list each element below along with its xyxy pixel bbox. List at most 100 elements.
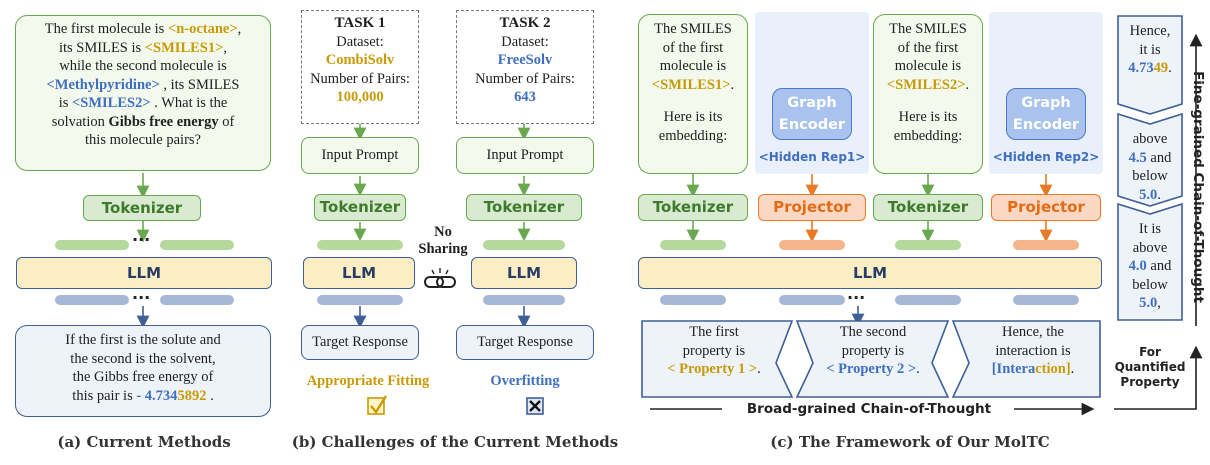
out-bar-b2 xyxy=(483,295,565,305)
out2-line-2: property is xyxy=(841,342,905,359)
token-bar-c2 xyxy=(895,240,961,250)
q-text-5: while the second molecule is xyxy=(59,58,227,74)
task2-box: TASK 2 Dataset: FreeSolv Number of Pairs… xyxy=(456,10,594,124)
out2-end: . xyxy=(916,361,920,377)
q-text-1: The first molecule is xyxy=(44,21,168,37)
smiles-box-1-dot: . xyxy=(730,76,735,93)
encoder-1-word-2: Encoder xyxy=(778,117,846,133)
fine-box-1-text: Hence, it is 4.7349. xyxy=(1118,22,1182,78)
smiles1-token: <SMILES1> xyxy=(144,39,224,56)
graph-encoder-1: Graph Encoder xyxy=(772,88,852,140)
q-text-7: is xyxy=(58,95,73,111)
encoder-2-word-1: Graph xyxy=(1021,95,1071,111)
fine2-line-1: above xyxy=(1132,131,1168,147)
molecule1-name: <n-octane> xyxy=(167,21,238,37)
task2-dataset: FreeSolv xyxy=(497,52,553,68)
output-text-1: The first property is < Property 1 >. xyxy=(648,323,780,379)
fine3-line-1: It is xyxy=(1138,221,1162,237)
fine-grained-label: Fine-grained Chain-of-Thought xyxy=(1190,71,1206,303)
task1-box: TASK 1 Dataset: CombiSolv Number of Pair… xyxy=(301,10,419,124)
hidden-rep-1: <Hidden Rep1> xyxy=(758,150,866,164)
overfitting-label: Overfitting xyxy=(490,373,560,389)
answer-line-4: this pair is xyxy=(72,387,137,404)
dots-a1: ··· xyxy=(132,230,151,249)
fine1-line-1: Hence, xyxy=(1129,23,1171,39)
proj-bar-c2 xyxy=(1013,240,1079,250)
target-response-2: Target Response xyxy=(456,325,594,360)
property2-value: < Property 2 > xyxy=(826,361,917,377)
token-bar-b1 xyxy=(317,240,403,250)
smiles-box-1-line-5: embedding: xyxy=(658,127,728,144)
hidden-rep-2: <Hidden Rep2> xyxy=(992,150,1100,164)
answer-value-blue: - 4.734 xyxy=(136,387,178,404)
fine2-value-2: 5.0 xyxy=(1139,186,1158,203)
out1-line-1: The first xyxy=(689,324,739,340)
out3-line-1: Hence, the xyxy=(1002,324,1064,340)
input-prompt-1: Input Prompt xyxy=(301,137,419,174)
interaction-value-gold: ction] xyxy=(1035,361,1071,377)
encoder-1-word-1: Graph xyxy=(787,95,837,111)
fine2-line-3: below xyxy=(1132,168,1168,184)
task2-title: TASK 2 xyxy=(499,15,551,31)
q-text-6: , its SMILES xyxy=(159,76,240,93)
smiles-box-1-line-3: molecule is xyxy=(659,58,727,74)
q-text-10: of xyxy=(218,113,235,130)
token-bar-a1 xyxy=(55,240,129,250)
fine-box-3-text: It is above 4.0 and below 5.0, xyxy=(1118,220,1182,313)
smiles-box-2-line-3: molecule is xyxy=(894,58,962,74)
tokenizer-c1: Tokenizer xyxy=(638,194,748,221)
task2-dataset-label: Dataset: xyxy=(501,33,549,50)
input-prompt-2: Input Prompt xyxy=(456,137,594,174)
fine2-value-1: 4.5 xyxy=(1128,149,1147,166)
fine3-value-1: 4.0 xyxy=(1128,258,1147,274)
llm-c: LLM xyxy=(638,257,1102,289)
task1-pairs: 100,000 xyxy=(336,89,384,105)
out3-line-2: interaction is xyxy=(995,342,1071,359)
fine1-line-2: it is xyxy=(1139,41,1161,58)
no-sharing-word-2: Sharing xyxy=(418,241,468,257)
q-text-8: . What is the xyxy=(150,95,228,111)
smiles2-token-c: <SMILES2> xyxy=(886,76,966,93)
output-text-3: Hence, the interaction is [Interaction]. xyxy=(966,323,1100,379)
out-bar-c2 xyxy=(779,295,845,305)
out2-line-1: The second xyxy=(839,324,907,340)
task2-pairs: 643 xyxy=(514,89,536,105)
tokenizer-c2: Tokenizer xyxy=(873,194,983,221)
answer-box: If the first is the solute and the secon… xyxy=(15,325,271,417)
fine2-line-2: and xyxy=(1146,149,1172,166)
tokenizer-b2: Tokenizer xyxy=(466,194,582,221)
target-response-1: Target Response xyxy=(301,325,419,360)
smiles-box-1-line-2: of the first xyxy=(662,39,724,56)
llm-b2: LLM xyxy=(471,257,577,289)
tokenizer-b1: Tokenizer xyxy=(314,194,406,221)
fitting-label: Appropriate Fitting xyxy=(306,373,430,389)
task2-pairs-label: Number of Pairs: xyxy=(475,70,575,87)
answer-line-1: If the first is the solute and xyxy=(65,332,221,348)
answer-end: . xyxy=(206,387,214,404)
quantified-word-1: For xyxy=(1139,345,1161,359)
quantified-word-3: Property xyxy=(1120,375,1180,389)
output-box-2 xyxy=(795,320,950,398)
molecule2-name: <Methylpyridine> xyxy=(46,76,160,93)
task1-title: TASK 1 xyxy=(334,15,386,31)
out3-end: . xyxy=(1070,361,1075,377)
fine1-value-blue: 4.73 xyxy=(1128,60,1154,76)
task1-dataset: CombiSolv xyxy=(325,52,395,68)
no-sharing-label: No Sharing xyxy=(414,224,472,258)
llm-a: LLM xyxy=(16,257,272,289)
smiles-box-2-line-5: embedding: xyxy=(893,127,963,144)
fine2-end: . xyxy=(1157,186,1161,203)
encoder-2-word-2: Encoder xyxy=(1012,117,1080,133)
q-text-3: its SMILES is xyxy=(58,39,145,56)
chain-link-icon xyxy=(424,268,456,288)
question-box: The first molecule is <n-octane> , its SM… xyxy=(15,15,271,171)
checkbox-crossed-icon xyxy=(526,397,544,415)
out1-end: . xyxy=(757,361,761,377)
task1-pairs-label: Number of Pairs: xyxy=(310,70,410,87)
smiles-box-2: The SMILES of the first molecule is <SMI… xyxy=(873,14,983,174)
token-bar-c1 xyxy=(660,240,726,250)
out-bar-b1 xyxy=(317,295,403,305)
interaction-value-blue: [Intera xyxy=(991,361,1036,377)
caption-b: (b) Challenges of the Current Methods xyxy=(291,433,619,451)
